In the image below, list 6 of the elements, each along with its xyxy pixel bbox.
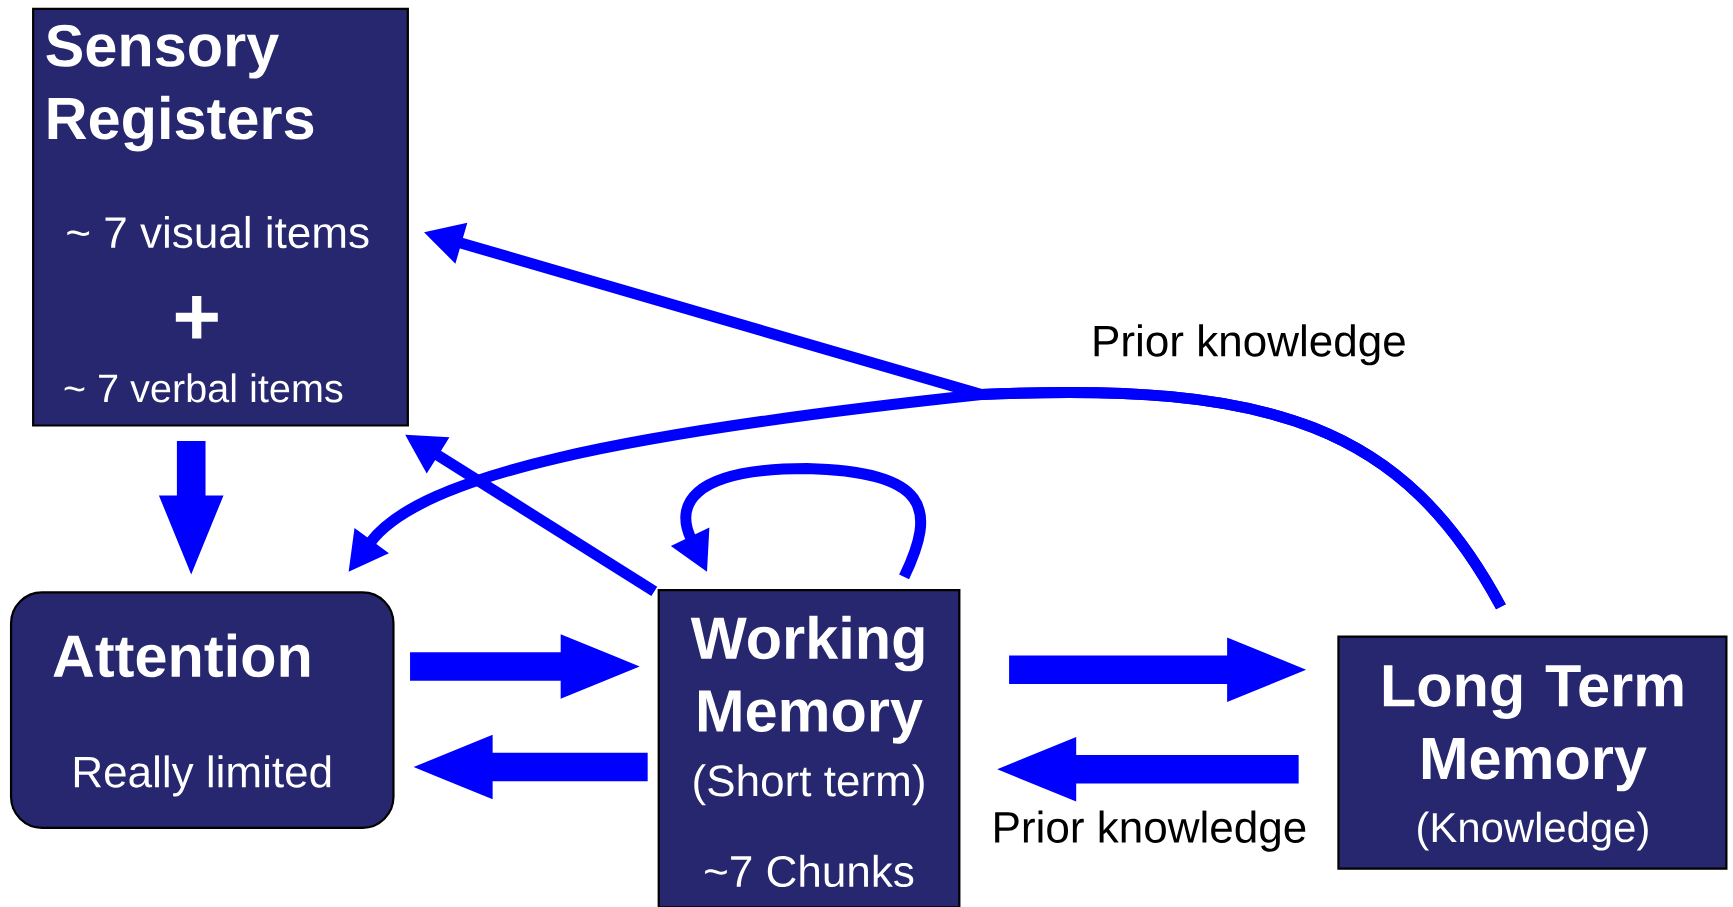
process-box: Attention Really limited: [9, 591, 395, 829]
edge-label: Prior knowledge: [1086, 319, 1412, 370]
process-box: Working Memory (Short term) ~7 Chunks: [657, 588, 961, 907]
edge-label: Prior knowledge: [987, 806, 1312, 856]
process-box: Long Term Memory (Knowledge): [1337, 635, 1728, 870]
process-box: Sensory Registers ~ 7 visual items + ~ 7 verbal items: [32, 7, 409, 427]
